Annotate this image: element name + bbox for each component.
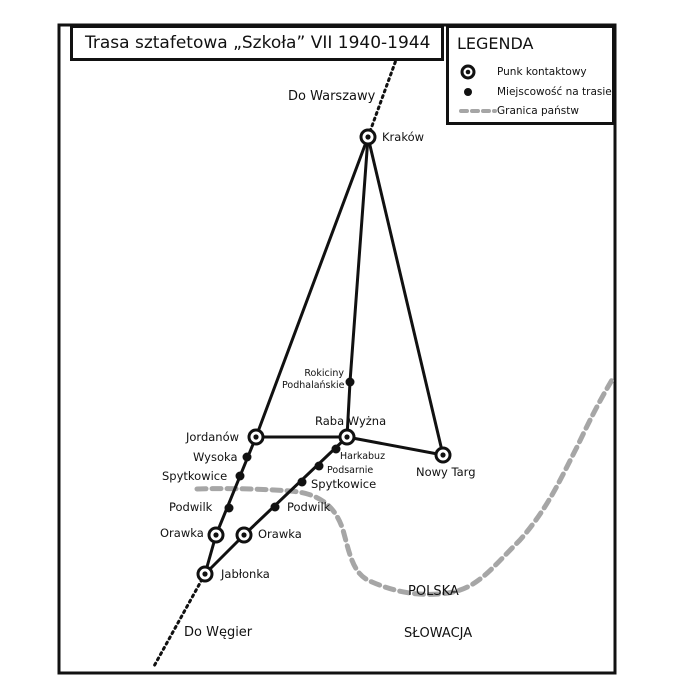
dot-spytkowice-west	[235, 471, 245, 481]
direction-hungary-label: Do Węgier	[184, 625, 253, 640]
contact-point-nowy-targ	[434, 446, 452, 464]
contact-points	[196, 128, 452, 583]
place-label-rokiciny-line2: Podhalańskie	[282, 379, 345, 391]
locality-dots	[224, 377, 355, 513]
country-slovakia-label: SŁOWACJA	[404, 626, 473, 641]
dot-wysoka	[242, 452, 252, 462]
place-label-raba-wyzna: Raba Wyżna	[315, 414, 387, 428]
legend-border-label: Granica państw	[497, 105, 579, 117]
dot-podsarnie	[314, 461, 324, 471]
place-label-orawka-east: Orawka	[258, 527, 302, 541]
legend-contact-point-label: Punk kontaktowy	[497, 66, 587, 78]
route-krakow-jordanow	[254, 135, 370, 439]
contact-point-orawka-east	[235, 526, 253, 544]
contact-point-jordanow	[247, 428, 265, 446]
route-rokiciny-raba	[345, 380, 352, 439]
place-label-podsarnie: Podsarnie	[327, 465, 374, 476]
place-label-harkabuz: Harkabuz	[340, 451, 386, 462]
contact-point-jablonka	[196, 565, 214, 583]
legend-locality-label: Miejscowość na trasie	[497, 86, 612, 98]
legend-row-locality: Miejscowość na trasie	[457, 84, 612, 100]
place-label-jablonka: Jabłonka	[221, 567, 270, 581]
rail-to-warsaw	[366, 58, 398, 139]
contact-point-krakow	[359, 128, 377, 146]
place-label-spytkowice-west: Spytkowice	[162, 469, 228, 483]
route-krakow-rokiciny	[348, 135, 370, 384]
map-title-box: Trasa sztafetowa „Szkoła” VII 1940-1944	[70, 25, 444, 61]
route-raba-nowytarg	[345, 435, 445, 457]
legend-box: LEGENDA Punk kontaktowy Miejscowość na t…	[446, 25, 615, 125]
place-label-wysoka: Wysoka	[193, 450, 238, 464]
dot-harkabuz	[331, 444, 341, 454]
contact-point-icon	[457, 64, 497, 80]
dot-rokiciny	[345, 377, 355, 387]
place-label-nowy-targ: Nowy Targ	[416, 465, 476, 479]
direction-warsaw-label: Do Warszawy	[288, 89, 376, 104]
place-label-podwilk-east: Podwilk	[287, 500, 331, 514]
state-border	[194, 377, 615, 597]
place-label-orawka-west: Orawka	[160, 526, 204, 540]
route-raba-orawka-east	[242, 435, 349, 537]
route-lines	[203, 135, 445, 576]
contact-point-orawka-west	[207, 526, 225, 544]
place-label-jordanow: Jordanów	[186, 430, 240, 444]
legend-row-border: Granica państw	[457, 103, 579, 119]
rail-to-hungary	[151, 572, 207, 670]
route-krakow-nowytarg	[366, 135, 445, 457]
place-label-podwilk-west: Podwilk	[169, 500, 213, 514]
locality-dot-icon	[457, 84, 497, 100]
dot-spytkowice-east	[297, 477, 307, 487]
route-orawka-east-jablonka	[203, 533, 246, 576]
legend-row-contact-point: Punk kontaktowy	[457, 64, 587, 80]
place-label-krakow: Kraków	[382, 130, 425, 144]
dot-podwilk-west	[224, 503, 234, 513]
country-poland-label: POLSKA	[408, 584, 459, 599]
place-label-spytkowice-east: Spytkowice	[311, 477, 377, 491]
contact-point-raba-wyzna	[338, 428, 356, 446]
border-dash-icon	[457, 103, 497, 119]
map-title: Trasa sztafetowa „Szkoła” VII 1940-1944	[85, 33, 431, 53]
place-label-rokiciny-line1: Rokiciny	[304, 368, 344, 379]
dot-podwilk-east	[270, 502, 280, 512]
legend-title: LEGENDA	[457, 34, 534, 53]
place-label-rokiciny: Rokiciny Podhalańskie	[282, 368, 345, 392]
